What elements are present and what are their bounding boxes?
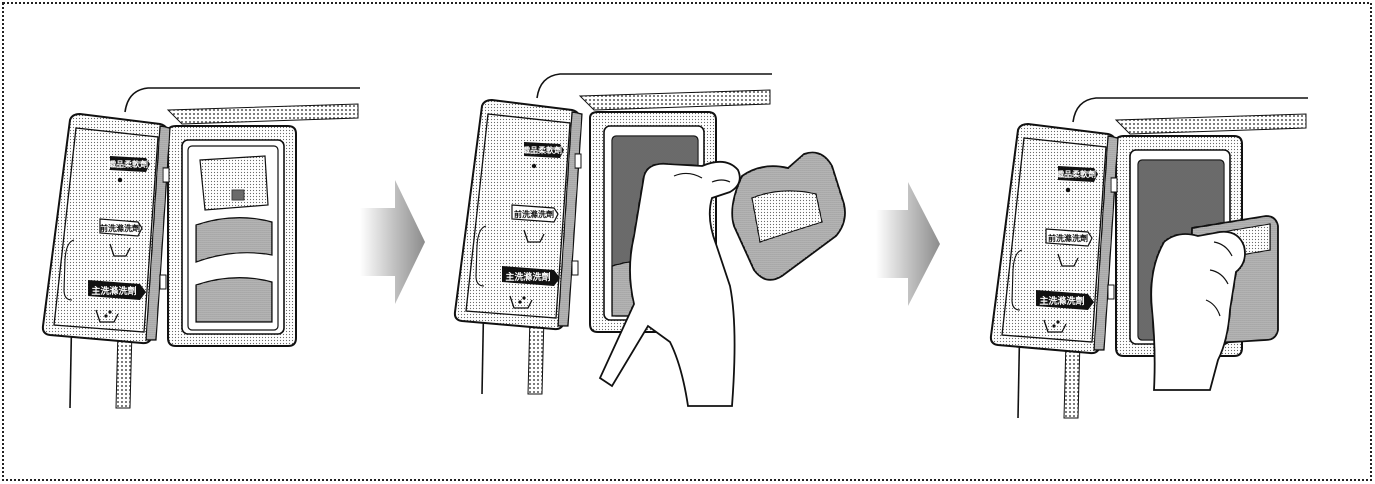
svg-text:主洗滌洗劑: 主洗滌洗劑: [91, 285, 136, 297]
step-arrow-2: [876, 182, 940, 306]
svg-text:織品柔軟劑: 織品柔軟劑: [1056, 169, 1096, 179]
step-1-drawer-open: 織品柔軟劑 前洗滌洗劑 主洗滌洗劑: [43, 88, 360, 408]
svg-text:織品柔軟劑: 織品柔軟劑: [522, 145, 562, 155]
svg-text:前洗滌洗劑: 前洗滌洗劑: [514, 209, 554, 219]
step-arrow-1: [360, 180, 425, 304]
compartment-softener: [200, 156, 268, 210]
svg-text:織品柔軟劑: 織品柔軟劑: [108, 159, 148, 169]
svg-text:前洗滌洗劑: 前洗滌洗劑: [100, 223, 140, 233]
svg-text:主洗滌洗劑: 主洗滌洗劑: [505, 271, 550, 283]
step-2-remove-insert: 織品柔軟劑 前洗滌洗劑 主洗滌洗劑: [455, 74, 845, 406]
step-3-reinsert-insert: 織品柔軟劑 前洗滌洗劑 主洗滌洗劑: [991, 98, 1308, 418]
svg-text:前洗滌洗劑: 前洗滌洗劑: [1048, 233, 1088, 243]
svg-text:主洗滌洗劑: 主洗滌洗劑: [1039, 295, 1084, 307]
softener-drop-icon: [118, 178, 122, 182]
compartment-mainwash: [196, 278, 272, 322]
